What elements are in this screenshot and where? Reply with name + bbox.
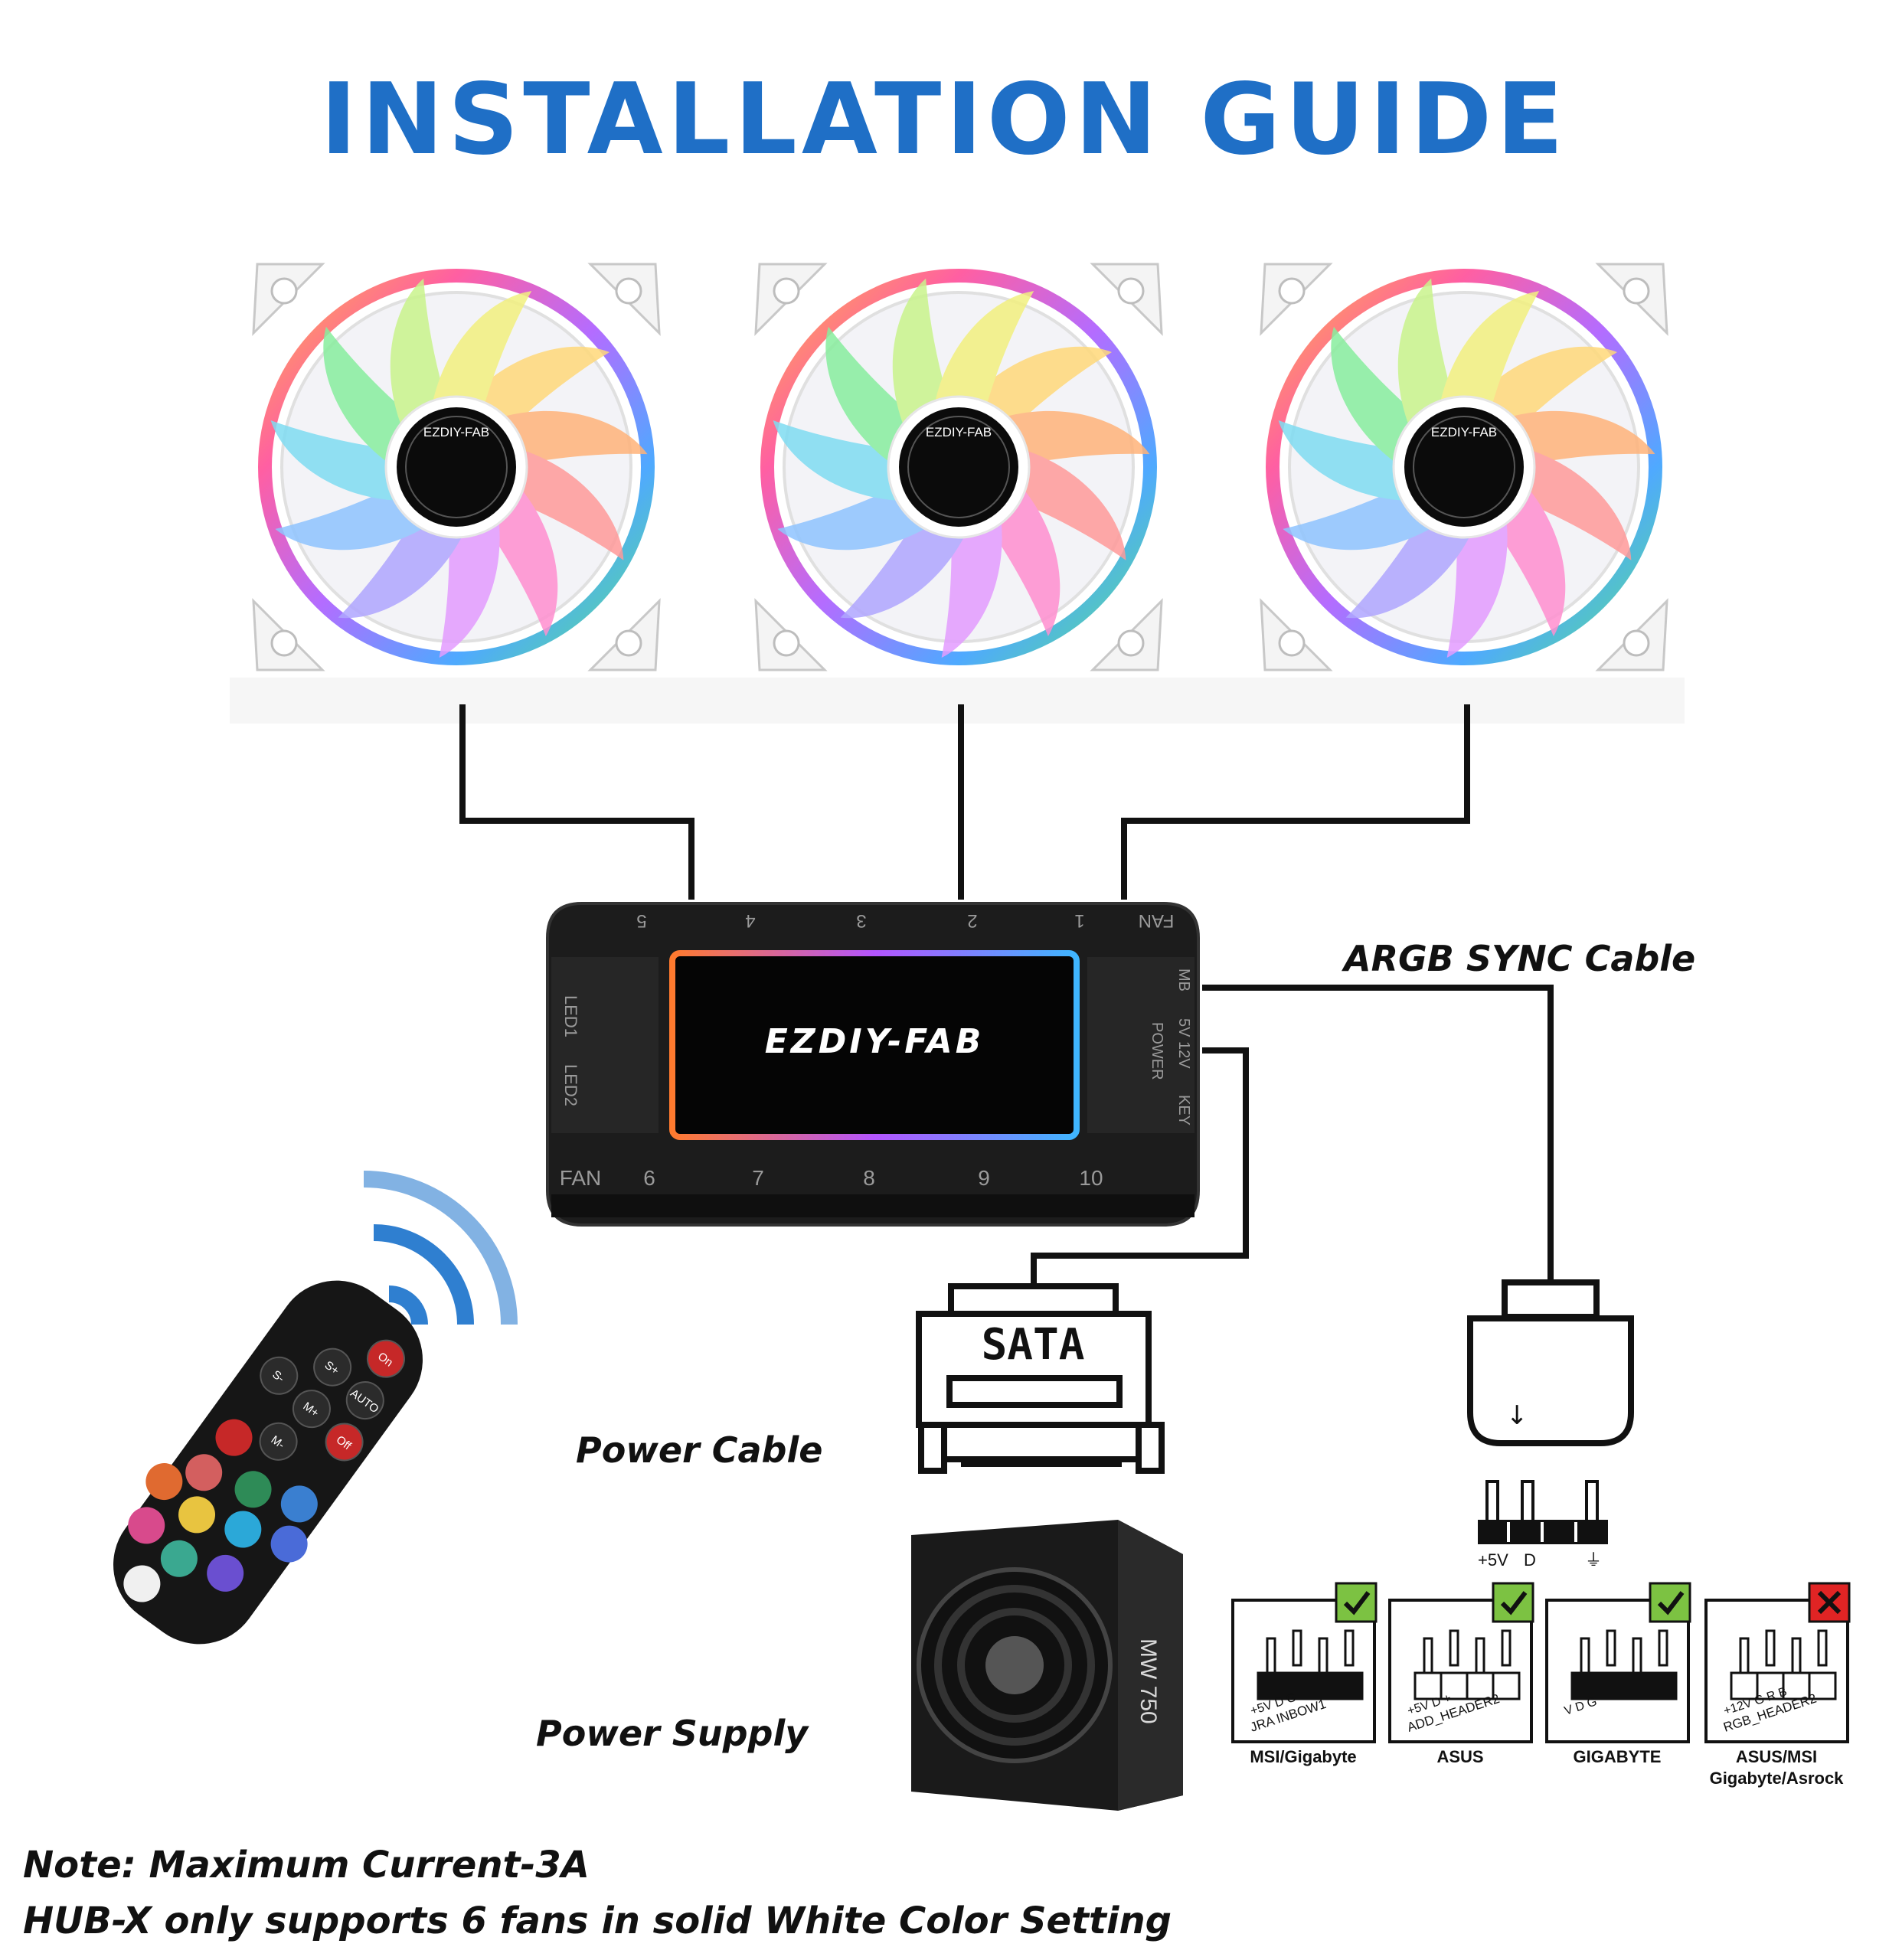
hub-top-port-5: 5 [636, 910, 646, 931]
remote-button-m: M- [259, 1422, 298, 1461]
hub-label-led2: LED2 [561, 1064, 580, 1106]
remote-button-auto: AUTO [345, 1381, 384, 1420]
note-line-1: Note: Maximum Current-3A [23, 1844, 590, 1886]
hub-bottom-port-7: 7 [752, 1166, 764, 1190]
remote-color-button [270, 1525, 308, 1563]
checkmark-icon [1335, 1582, 1378, 1623]
hub-brand: EZDIY-FAB [765, 1022, 985, 1061]
remote-button-off: Off [325, 1423, 364, 1462]
power-supply-label: Power Supply [536, 1713, 809, 1754]
hub-label-power: POWER [1149, 1022, 1165, 1080]
pin-label-d: D [1524, 1550, 1536, 1570]
hub-top-port-labels: 5 4 3 2 1 FAN [636, 910, 1174, 931]
hub-x-controller: EZDIY-FAB [546, 902, 1200, 1227]
remote-button-s: S+ [313, 1348, 352, 1387]
header-4: +12V G R BRGB_HEADER2ASUS/MSIGigabyte/As… [1704, 1582, 1851, 1788]
remote-color-button [123, 1565, 161, 1602]
hub-top-port-1: 1 [1074, 910, 1084, 931]
remote-color-button [178, 1496, 216, 1534]
argb-sync-wire [1202, 985, 1554, 1282]
psu-label: MW 750 [1136, 1638, 1161, 1724]
remote-color-button [234, 1471, 272, 1508]
remote-button-s: S- [260, 1356, 299, 1395]
hub-top-port-4: 4 [745, 910, 755, 931]
hub-bottom-port-fan: FAN [560, 1166, 601, 1190]
remote-color-button [280, 1485, 318, 1523]
arrow-down-icon: ↓ [1506, 1400, 1528, 1431]
hub-label-mb: MB [1175, 969, 1192, 991]
hub-label-5v12v: 5V 12V [1175, 1018, 1192, 1069]
remote-color-button [224, 1511, 262, 1548]
fan-3: EZDIY-FAB [1261, 264, 1667, 670]
remote-button-m: M+ [292, 1390, 331, 1429]
remote-color-button [128, 1507, 165, 1544]
hub-bottom-port-10: 10 [1079, 1166, 1103, 1190]
pin-plug [1478, 1480, 1608, 1544]
pin-label-5v: +5V [1478, 1550, 1508, 1570]
wireless-signal-icon [363, 1171, 518, 1325]
header-1-name: MSI/Gigabyte [1250, 1747, 1356, 1766]
hub-bottom-port-9: 9 [978, 1166, 990, 1190]
remote-color-button [160, 1540, 198, 1577]
hub-label-led1: LED1 [561, 995, 580, 1037]
ground-icon: ⏚ [1585, 1550, 1602, 1570]
hub-side-labels: LED1 LED2 MB POWER 5V 12V KEY [561, 969, 1192, 1125]
hub-top-port-3: 3 [856, 910, 866, 931]
power-wire [1031, 1047, 1249, 1286]
header-3-name: GIGABYTE [1574, 1747, 1662, 1766]
hub-bottom-port-6: 6 [643, 1166, 655, 1190]
hub-bottom-port-labels: FAN 6 7 8 9 10 [560, 1166, 1103, 1190]
hub-label-key: KEY [1175, 1095, 1192, 1125]
header-4-sub: Gigabyte/Asrock [1710, 1769, 1845, 1788]
fan-2-brand: EZDIY-FAB [926, 425, 992, 439]
fan-1: EZDIY-FAB [253, 264, 659, 670]
power-cable-label: Power Cable [576, 1429, 822, 1471]
fan-wires [459, 704, 1470, 900]
fan-2: EZDIY-FAB [756, 264, 1162, 670]
remote-color-button [145, 1463, 183, 1501]
header-4-name: ASUS/MSI [1736, 1747, 1817, 1766]
note-line-2: HUB-X only supports 6 fans in solid Whit… [23, 1900, 1172, 1942]
checkmark-icon [1492, 1582, 1534, 1623]
fan-1-brand: EZDIY-FAB [423, 425, 489, 439]
fan-3-brand: EZDIY-FAB [1431, 425, 1497, 439]
remote-color-button [207, 1554, 244, 1592]
argb-sync-cable-label: ARGB SYNC Cable [1342, 938, 1695, 979]
argb-connector: ↓ [1467, 1279, 1634, 1446]
hub-bottom-port-8: 8 [863, 1166, 875, 1190]
checkmark-icon [1649, 1582, 1691, 1623]
remote-button-on: On [366, 1339, 405, 1378]
power-supply: MW 750 [911, 1520, 1183, 1811]
pin-labels: +5V D ⏚ [1478, 1550, 1602, 1570]
hub-top-port-2: 2 [967, 910, 977, 931]
ir-remote: On S+AUTO S-M+Off M- [113, 1280, 423, 1645]
remote-color-button [215, 1419, 253, 1456]
header-2-name: ASUS [1436, 1747, 1483, 1766]
hub-top-port-fan: FAN [1139, 910, 1175, 931]
page-title: INSTALLATION GUIDE [320, 63, 1567, 177]
sata-connector [916, 1283, 1165, 1474]
remote-color-button [185, 1454, 223, 1491]
sata-label: SATA [982, 1320, 1085, 1370]
